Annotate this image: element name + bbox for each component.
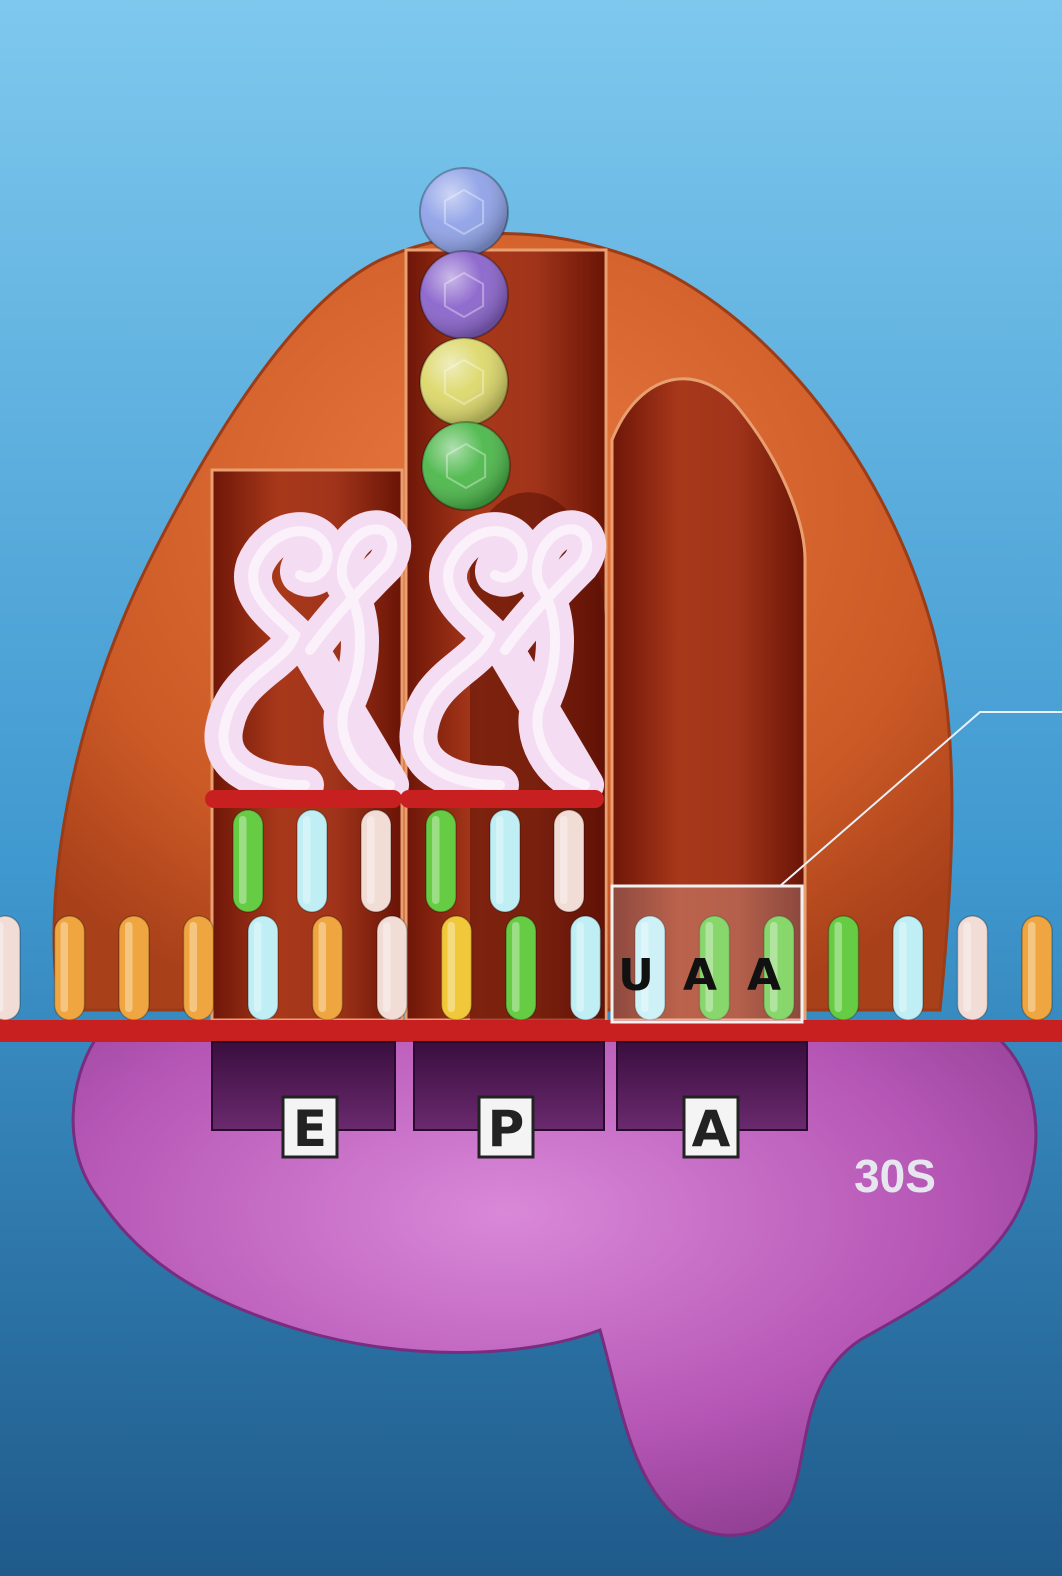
- mrna-base-9: [505, 915, 537, 1021]
- site-e-label: E: [293, 1100, 327, 1158]
- callout-line: [779, 711, 1062, 887]
- codon-letter-3: A: [747, 950, 781, 1001]
- mrna-base-14-shine: [834, 922, 842, 1012]
- mrna-base-3: [118, 915, 150, 1021]
- trna-e-bar: [205, 790, 402, 808]
- trna-p-site: [399, 510, 607, 804]
- mrna-base-4-shine: [189, 922, 197, 1012]
- polypeptide-chain: [419, 167, 511, 511]
- site-e-label-box: [281, 1095, 339, 1159]
- mrna-base-14: [827, 915, 860, 1021]
- anticodon-bases: [232, 809, 585, 913]
- mrna-base-10-shine: [576, 922, 584, 1012]
- site-a-label: A: [692, 1100, 731, 1158]
- mrna-bases: [0, 915, 1053, 1021]
- mrna-base-12-shine: [705, 922, 713, 1012]
- mrna-base-2-shine: [60, 922, 68, 1012]
- site-p-label-box: [477, 1095, 535, 1159]
- trna-p-anticodon-base-2: [489, 809, 521, 913]
- mrna-base-8: [440, 915, 473, 1021]
- amino-acid-4: [421, 421, 511, 511]
- mrna-base-2: [53, 915, 86, 1021]
- trna-e-anticodon-base-1: [232, 809, 264, 913]
- mrna-base-17: [1021, 915, 1053, 1021]
- mrna-base-11-shine: [641, 922, 649, 1012]
- mrna-base-3-shine: [125, 922, 133, 1012]
- site-a-label-box: [682, 1095, 740, 1159]
- mrna-base-7-shine: [383, 922, 391, 1012]
- trna-e-anticodon-base-1-shine: [239, 816, 247, 904]
- codon-letter-2: A: [683, 950, 717, 1001]
- mrna-base-4: [182, 915, 215, 1021]
- amino-acid-3: [419, 337, 509, 427]
- mrna-backbone: [0, 1020, 1062, 1042]
- stop-codon-highlight: [610, 884, 804, 1024]
- site-e: E: [211, 1041, 396, 1159]
- mrna-base-5: [247, 915, 279, 1021]
- trna-p-anticodon-base-1: [425, 809, 457, 913]
- trna-p-anticodon-base-3: [553, 809, 585, 913]
- amino-acid-1: [419, 167, 509, 257]
- mrna-base-13-shine: [770, 922, 778, 1012]
- small-subunit-30s: [71, 1038, 1038, 1537]
- mrna-base-15: [892, 915, 924, 1021]
- trna-p-bar: [400, 790, 604, 808]
- trna-e-site: [204, 510, 412, 804]
- mrna-base-15-shine: [899, 922, 907, 1012]
- mrna-base-7: [376, 915, 408, 1021]
- mrna-base-5-shine: [254, 922, 262, 1012]
- mrna-base-10: [569, 915, 602, 1021]
- trna-p-anticodon-base-1-shine: [432, 816, 440, 904]
- trna-p-anticodon-base-3-shine: [560, 816, 568, 904]
- trna-e-anticodon-base-3: [360, 809, 392, 913]
- site-p-label: P: [488, 1100, 525, 1158]
- mrna-base-6-shine: [318, 922, 326, 1012]
- trna-p-anticodon-base-2-shine: [496, 816, 504, 904]
- mrna-base-8-shine: [447, 922, 455, 1012]
- site-p: P: [413, 1041, 605, 1159]
- trna-e-anticodon-base-2-shine: [303, 816, 311, 904]
- mrna-base-1-shine: [0, 922, 4, 1012]
- trna-e-anticodon-base-2: [296, 809, 328, 913]
- codon-letter-1: U: [618, 950, 654, 1001]
- site-a: A: [616, 1041, 808, 1159]
- subunit-30s-label: 30S: [854, 1150, 936, 1202]
- trna-e-anticodon-base-3-shine: [367, 816, 375, 904]
- mrna-base-17-shine: [1028, 922, 1036, 1012]
- mrna-base-9-shine: [512, 922, 520, 1012]
- mrna-base-6: [311, 915, 344, 1021]
- mrna-base-16-shine: [963, 922, 971, 1012]
- amino-acid-2: [419, 250, 509, 340]
- mrna-base-16: [956, 915, 989, 1021]
